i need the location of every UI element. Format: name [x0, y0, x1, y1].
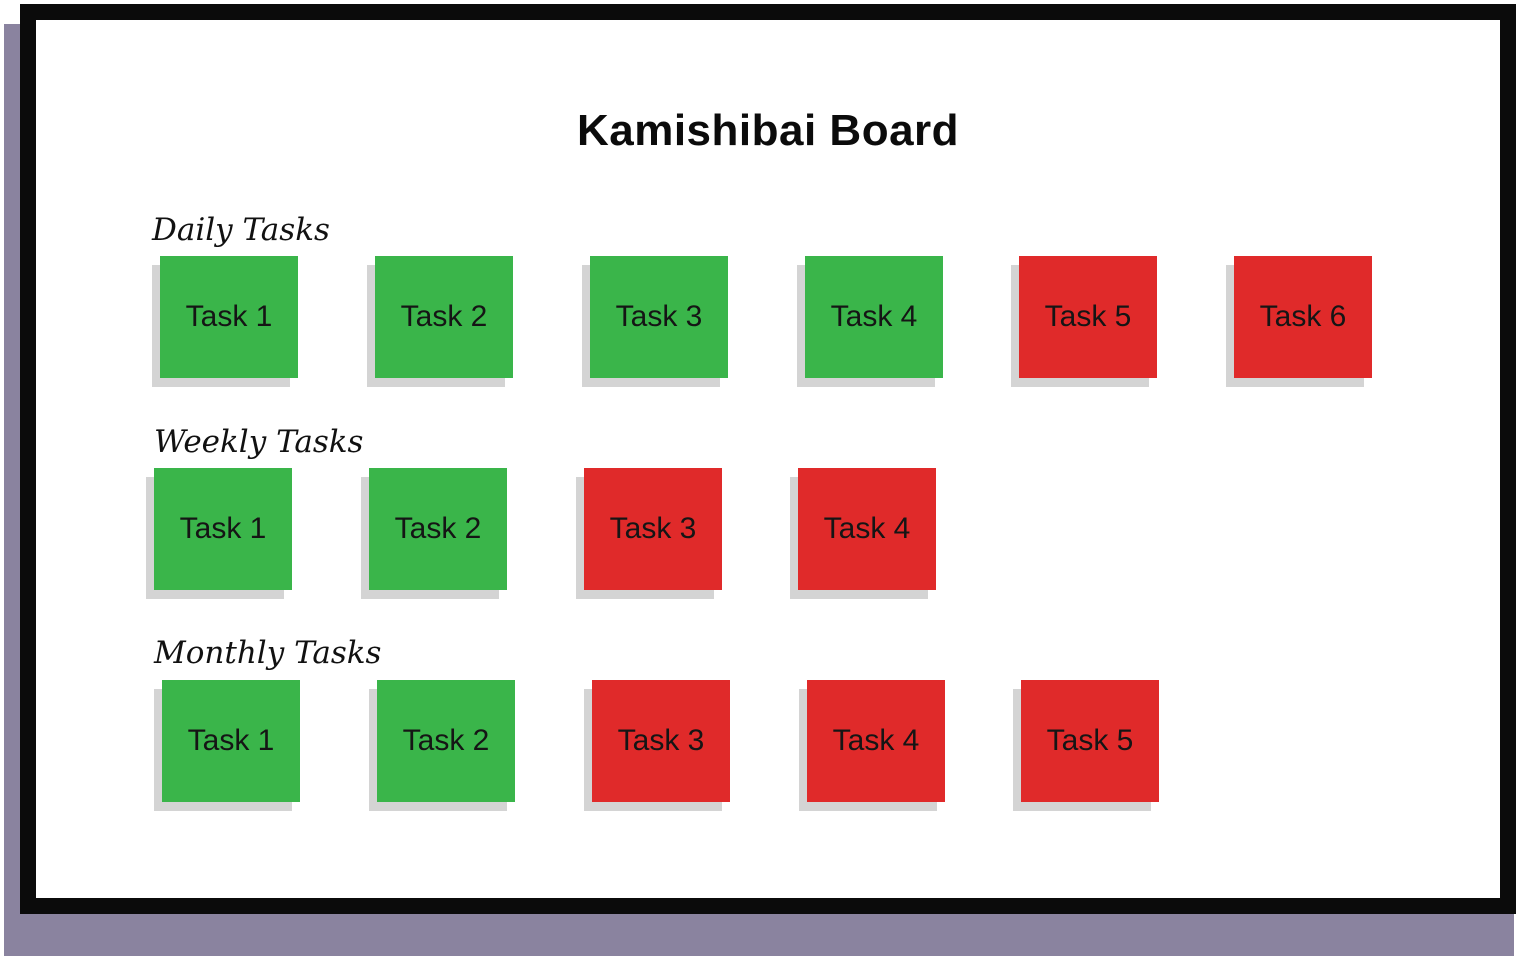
monthly-task-card[interactable]: Task 5 [1021, 680, 1159, 802]
weekly-task-card[interactable]: Task 3 [584, 468, 722, 590]
section-label-weekly: Weekly Tasks [154, 424, 364, 460]
monthly-task-card[interactable]: Task 2 [377, 680, 515, 802]
daily-task-card[interactable]: Task 1 [160, 256, 298, 378]
daily-task-card[interactable]: Task 4 [805, 256, 943, 378]
daily-task-card[interactable]: Task 2 [375, 256, 513, 378]
kamishibai-board: Kamishibai Board Daily Tasks Task 1 Task… [20, 4, 1516, 914]
weekly-task-card[interactable]: Task 2 [369, 468, 507, 590]
weekly-task-card[interactable]: Task 1 [154, 468, 292, 590]
board-title: Kamishibai Board [576, 106, 960, 155]
daily-task-card[interactable]: Task 3 [590, 256, 728, 378]
section-label-monthly: Monthly Tasks [154, 635, 382, 671]
daily-task-card[interactable]: Task 5 [1019, 256, 1157, 378]
weekly-task-card[interactable]: Task 4 [798, 468, 936, 590]
monthly-task-card[interactable]: Task 4 [807, 680, 945, 802]
monthly-task-card[interactable]: Task 3 [592, 680, 730, 802]
daily-task-card[interactable]: Task 6 [1234, 256, 1372, 378]
section-label-daily: Daily Tasks [152, 212, 330, 248]
monthly-task-card[interactable]: Task 1 [162, 680, 300, 802]
